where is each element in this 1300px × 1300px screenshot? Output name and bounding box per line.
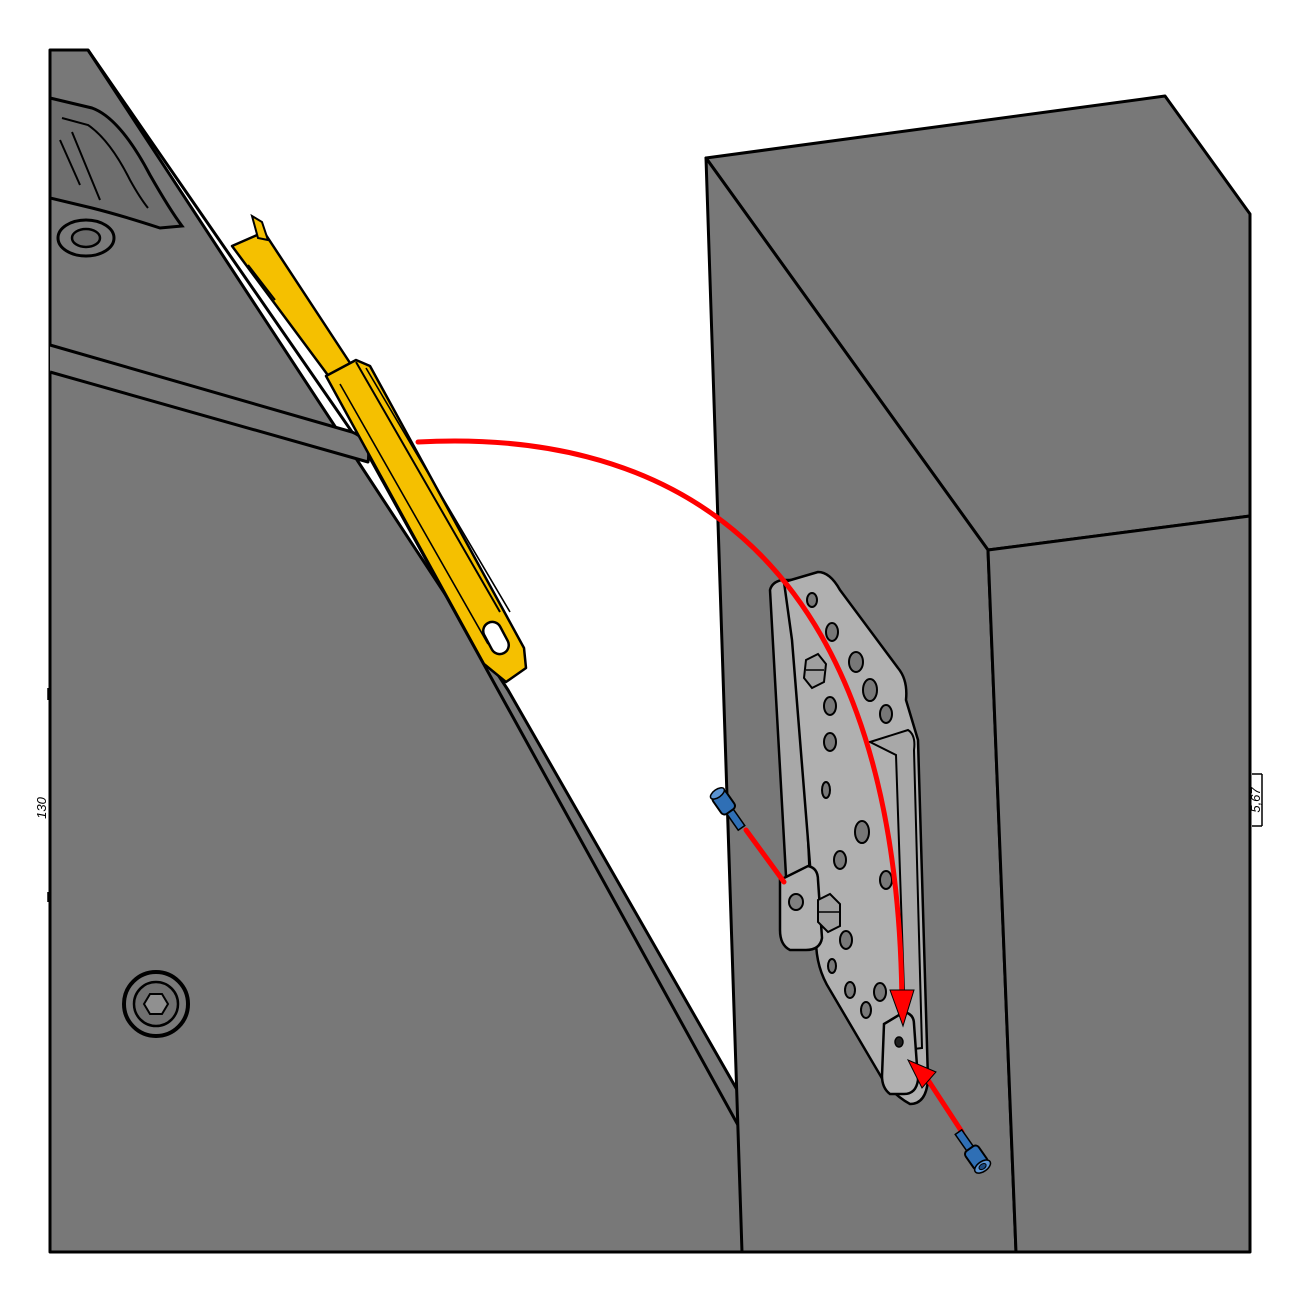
right-cabinet-side xyxy=(986,514,1252,1254)
swing-arrow-head-icon xyxy=(889,989,915,1028)
yellow-bracket xyxy=(230,213,528,684)
left-cabinet xyxy=(48,48,832,1254)
top-bolt xyxy=(56,218,116,258)
right-dimension-label: 5,67 xyxy=(1248,787,1263,813)
lower-tab-hole xyxy=(894,1036,904,1048)
hex-socket-icon xyxy=(142,993,170,1015)
bracket-slot xyxy=(481,620,511,656)
plate-nut-upper xyxy=(802,652,828,690)
swing-arrow-path xyxy=(415,438,905,1013)
bracket-main-body xyxy=(324,358,528,684)
plate-holes xyxy=(806,592,893,1019)
handle-recess xyxy=(48,96,185,230)
left-dimension: 130 xyxy=(34,688,49,902)
upper-screw xyxy=(709,787,746,832)
mounting-plate xyxy=(768,570,930,1106)
hex-bolt xyxy=(122,970,190,1038)
lower-screw-arrow-line xyxy=(925,1077,965,1135)
plate-lower-tab xyxy=(880,1010,920,1096)
left-dimension-label: 130 xyxy=(34,796,49,818)
assembly-arrows xyxy=(415,438,965,1135)
plate-nut-lower xyxy=(817,892,841,934)
tab-hole xyxy=(788,893,804,911)
lower-screw xyxy=(954,1128,992,1174)
left-cabinet-side-panel xyxy=(48,48,832,1254)
upper-screw-arrow-line xyxy=(743,827,787,885)
right-dimension: 5,67 xyxy=(1248,773,1263,827)
lower-screw-arrow-head-icon xyxy=(906,1059,937,1089)
